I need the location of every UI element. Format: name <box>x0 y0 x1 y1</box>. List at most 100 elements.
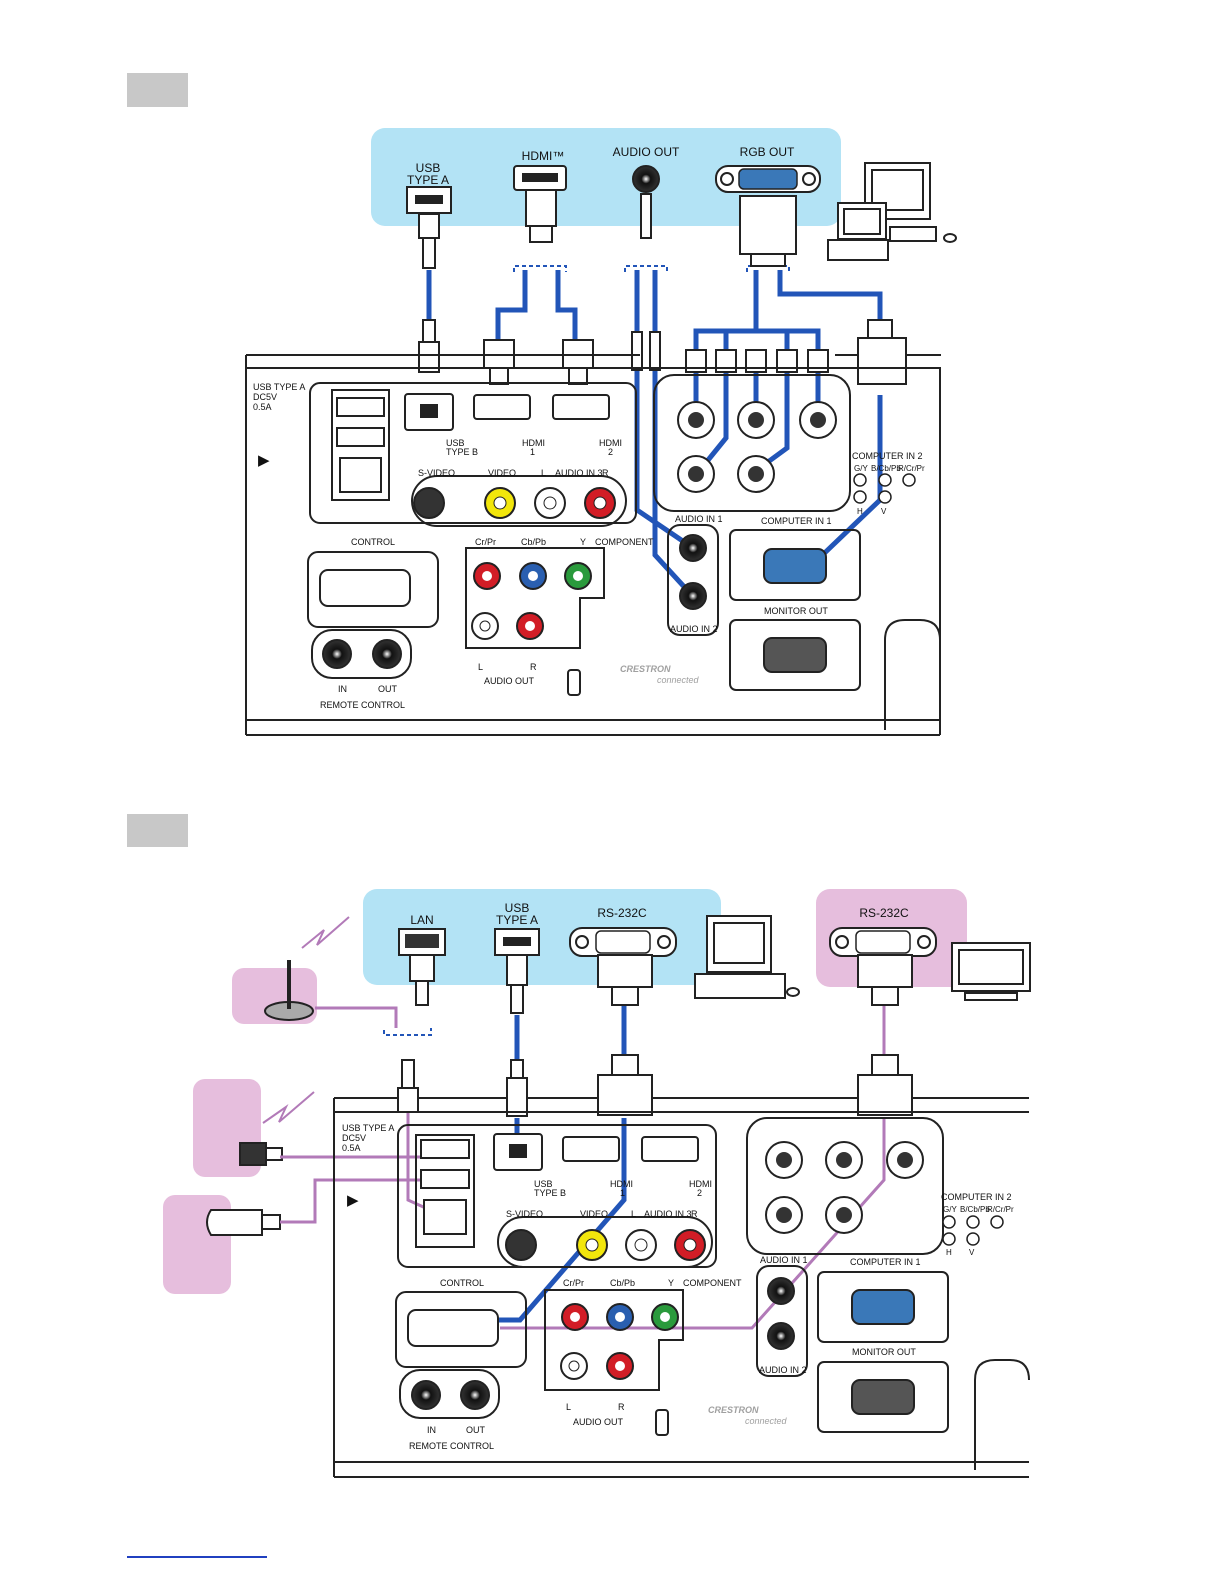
svg-text:USB TYPE A: USB TYPE A <box>342 1123 394 1133</box>
svg-text:AUDIO IN 2: AUDIO IN 2 <box>759 1365 807 1375</box>
svg-text:V: V <box>881 507 887 516</box>
svg-text:▶: ▶ <box>258 452 270 469</box>
bottom-panel-labels: USB TYPE A DC5V 0.5A ▶ USB TYPE B HDMI 1… <box>342 1123 1014 1451</box>
svg-text:HDMI: HDMI <box>599 438 622 448</box>
svg-text:COMPONENT: COMPONENT <box>683 1278 742 1288</box>
top-usb-a-label-2: TYPE A <box>407 173 449 187</box>
svg-text:TYPE B: TYPE B <box>534 1188 566 1198</box>
svg-text:Y: Y <box>580 537 586 547</box>
top-audio-out-jack <box>632 165 660 193</box>
svg-text:COMPUTER IN 1: COMPUTER IN 1 <box>850 1257 921 1267</box>
svg-text:DC5V: DC5V <box>342 1133 366 1143</box>
svg-text:Cr/Pr: Cr/Pr <box>563 1278 584 1288</box>
svg-text:AUDIO OUT: AUDIO OUT <box>573 1417 624 1427</box>
svg-text:OUT: OUT <box>378 684 398 694</box>
bottom-monitor-icon <box>951 942 1031 1001</box>
bottom-rs232c-label: RS-232C <box>597 906 647 920</box>
usb-memory-icon <box>206 1209 281 1236</box>
top-audio-out-label: AUDIO OUT <box>613 145 680 159</box>
svg-text:R: R <box>618 1402 625 1412</box>
svg-text:0.5A: 0.5A <box>342 1143 361 1153</box>
bottom-projector-panel <box>333 1097 1030 1478</box>
bottom-dashed-bracket <box>383 1028 432 1036</box>
svg-text:AUDIO IN 3: AUDIO IN 3 <box>555 468 603 478</box>
top-connectors <box>418 189 907 385</box>
top-section: USB TYPE A HDMI™ AUDIO OUT RGB OUT <box>245 128 957 736</box>
bottom-panel-ports <box>407 1133 1004 1436</box>
svg-text:MONITOR OUT: MONITOR OUT <box>764 606 828 616</box>
top-computer-icon <box>827 162 957 261</box>
svg-text:AUDIO IN 2: AUDIO IN 2 <box>670 624 718 634</box>
svg-text:AUDIO OUT: AUDIO OUT <box>484 676 535 686</box>
svg-text:CONTROL: CONTROL <box>351 537 395 547</box>
svg-text:AUDIO IN 1: AUDIO IN 1 <box>760 1255 808 1265</box>
top-hdmi-label: HDMI™ <box>522 149 565 163</box>
svg-text:H: H <box>857 507 863 516</box>
svg-text:G/Y: G/Y <box>943 1205 957 1214</box>
svg-text:HDMI: HDMI <box>689 1179 712 1189</box>
bottom-rs232c-port-2 <box>829 927 937 957</box>
svg-text:AUDIO IN 3: AUDIO IN 3 <box>644 1209 692 1219</box>
svg-text:L: L <box>541 468 546 478</box>
svg-text:USB: USB <box>534 1179 553 1189</box>
bottom-rs232c-label-2: RS-232C <box>859 906 909 920</box>
top-panel-ports <box>319 393 916 696</box>
svg-text:VIDEO: VIDEO <box>488 468 516 478</box>
svg-text:USB TYPE A: USB TYPE A <box>253 382 305 392</box>
svg-text:Cb/Pb: Cb/Pb <box>610 1278 635 1288</box>
svg-text:REMOTE CONTROL: REMOTE CONTROL <box>409 1441 494 1451</box>
top-rgb-out-port <box>715 165 821 193</box>
svg-text:IN: IN <box>427 1425 436 1435</box>
svg-text:VIDEO: VIDEO <box>580 1209 608 1219</box>
svg-text:IN: IN <box>338 684 347 694</box>
svg-text:Cr/Pr: Cr/Pr <box>475 537 496 547</box>
top-rgb-out-label: RGB OUT <box>740 145 795 159</box>
svg-text:COMPUTER IN 1: COMPUTER IN 1 <box>761 516 832 526</box>
svg-text:2: 2 <box>697 1188 702 1198</box>
svg-text:L: L <box>566 1402 571 1412</box>
svg-text:OUT: OUT <box>466 1425 486 1435</box>
svg-text:AUDIO IN 1: AUDIO IN 1 <box>675 514 723 524</box>
top-device-area <box>371 128 841 226</box>
svg-text:R: R <box>530 662 537 672</box>
svg-text:2: 2 <box>608 447 613 457</box>
top-panel-labels: USB TYPE A DC5V 0.5A ▶ USB TYPE B HDMI 1… <box>253 382 925 710</box>
bottom-usb-a-label-1: USB <box>505 901 530 915</box>
svg-text:1: 1 <box>530 447 535 457</box>
svg-text:R: R <box>691 1209 698 1219</box>
bottom-rs232c-port <box>569 927 677 957</box>
footer-link-line <box>127 1556 267 1558</box>
bottom-computer-icon <box>694 915 800 999</box>
svg-text:TYPE B: TYPE B <box>446 447 478 457</box>
svg-text:USB: USB <box>446 438 465 448</box>
svg-text:R/Cr/Pr: R/Cr/Pr <box>987 1205 1014 1214</box>
svg-text:COMPONENT: COMPONENT <box>595 537 654 547</box>
svg-text:▶: ▶ <box>347 1192 359 1209</box>
svg-text:HDMI: HDMI <box>610 1179 633 1189</box>
svg-text:G/Y: G/Y <box>854 464 868 473</box>
bottom-section: LAN USB TYPE A RS-232C RS-232C <box>163 889 1031 1478</box>
svg-text:R: R <box>602 468 609 478</box>
svg-text:REMOTE CONTROL: REMOTE CONTROL <box>320 700 405 710</box>
svg-text:V: V <box>969 1248 975 1257</box>
bottom-lan-label: LAN <box>410 913 433 927</box>
svg-text:CRESTRON: CRESTRON <box>620 664 671 674</box>
svg-text:L: L <box>478 662 483 672</box>
svg-text:S-VIDEO: S-VIDEO <box>418 468 455 478</box>
top-dashed-brackets <box>513 265 790 272</box>
section-tab-bottom <box>127 814 188 847</box>
svg-text:1: 1 <box>620 1188 625 1198</box>
svg-text:COMPUTER IN 2: COMPUTER IN 2 <box>941 1192 1012 1202</box>
svg-text:Cb/Pb: Cb/Pb <box>521 537 546 547</box>
section-tab-top <box>127 73 188 107</box>
bottom-connectors <box>397 954 913 1117</box>
access-point-icon <box>264 916 350 1021</box>
top-cables <box>426 270 883 593</box>
svg-text:S-VIDEO: S-VIDEO <box>506 1209 543 1219</box>
svg-text:B/Cb/Pb: B/Cb/Pb <box>871 464 901 473</box>
svg-text:Y: Y <box>668 1278 674 1288</box>
svg-text:R/Cr/Pr: R/Cr/Pr <box>898 464 925 473</box>
svg-text:DC5V: DC5V <box>253 392 277 402</box>
top-usb-a-label-1: USB <box>416 161 441 175</box>
